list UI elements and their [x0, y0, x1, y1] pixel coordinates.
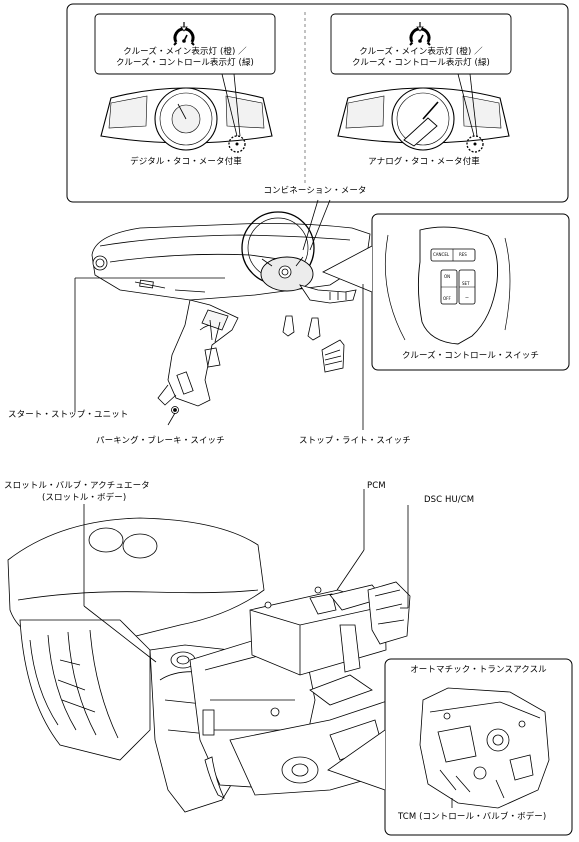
- combination-meter-title: コンビネーション・メータ: [263, 186, 367, 196]
- dsc-hu-cm-label: DSC HU/CM: [424, 495, 475, 505]
- auto-transaxle-label: オートマチック・トランスアクスル: [410, 665, 547, 675]
- svg-text:−: −: [465, 295, 469, 301]
- right-indicator-label-2: クルーズ・コントロール表示灯 (緑): [352, 58, 490, 68]
- throttle-actuator-label-1: スロットル・バルブ・アクチュエータ: [4, 481, 150, 491]
- cancel-button-label: CANCEL: [433, 252, 450, 257]
- meter-panel: [66, 3, 569, 203]
- interior-leaders: [74, 277, 364, 430]
- parking-brake-switch-label: パーキング・ブレーキ・スイッチ: [96, 436, 225, 446]
- res-button-label: RES: [459, 252, 467, 257]
- engine-leaders: [83, 489, 409, 663]
- stop-light-switch-label: ストップ・ライト・スイッチ: [299, 436, 411, 446]
- analog-tacho-caption: アナログ・タコ・メータ付車: [368, 157, 480, 167]
- interior-drawing: [91, 211, 371, 414]
- left-indicator-callout: [94, 13, 276, 75]
- cruise-switch-caption: クルーズ・コントロール・スイッチ: [402, 351, 539, 361]
- start-stop-unit-label: スタート・ストップ・ユニット: [8, 410, 129, 420]
- auto-trans-panel: [327, 658, 573, 836]
- on-button-label: ON: [444, 274, 451, 279]
- tcm-label: TCM (コントロール・バルブ・ボデー): [398, 812, 547, 822]
- digital-tacho-cluster: [100, 73, 273, 153]
- throttle-actuator-label-2: (スロットル・ボデー): [42, 493, 127, 503]
- left-indicator-label-2: クルーズ・コントロール表示灯 (緑): [116, 58, 254, 68]
- right-indicator-label-1: クルーズ・メイン表示灯 (橙) ／: [359, 47, 483, 57]
- set-button-label: SET: [462, 281, 470, 286]
- meter-leader: [302, 199, 331, 251]
- left-indicator-label-1: クルーズ・メイン表示灯 (橙) ／: [123, 47, 247, 57]
- switch-panel: −: [322, 213, 570, 371]
- right-indicator-callout: [330, 13, 512, 75]
- engine-drawing: [7, 517, 411, 813]
- digital-tacho-caption: デジタル・タコ・メータ付車: [130, 157, 242, 167]
- analog-tacho-cluster: [337, 73, 510, 153]
- off-button-label: OFF: [443, 296, 451, 301]
- pcm-label: PCM: [367, 481, 386, 491]
